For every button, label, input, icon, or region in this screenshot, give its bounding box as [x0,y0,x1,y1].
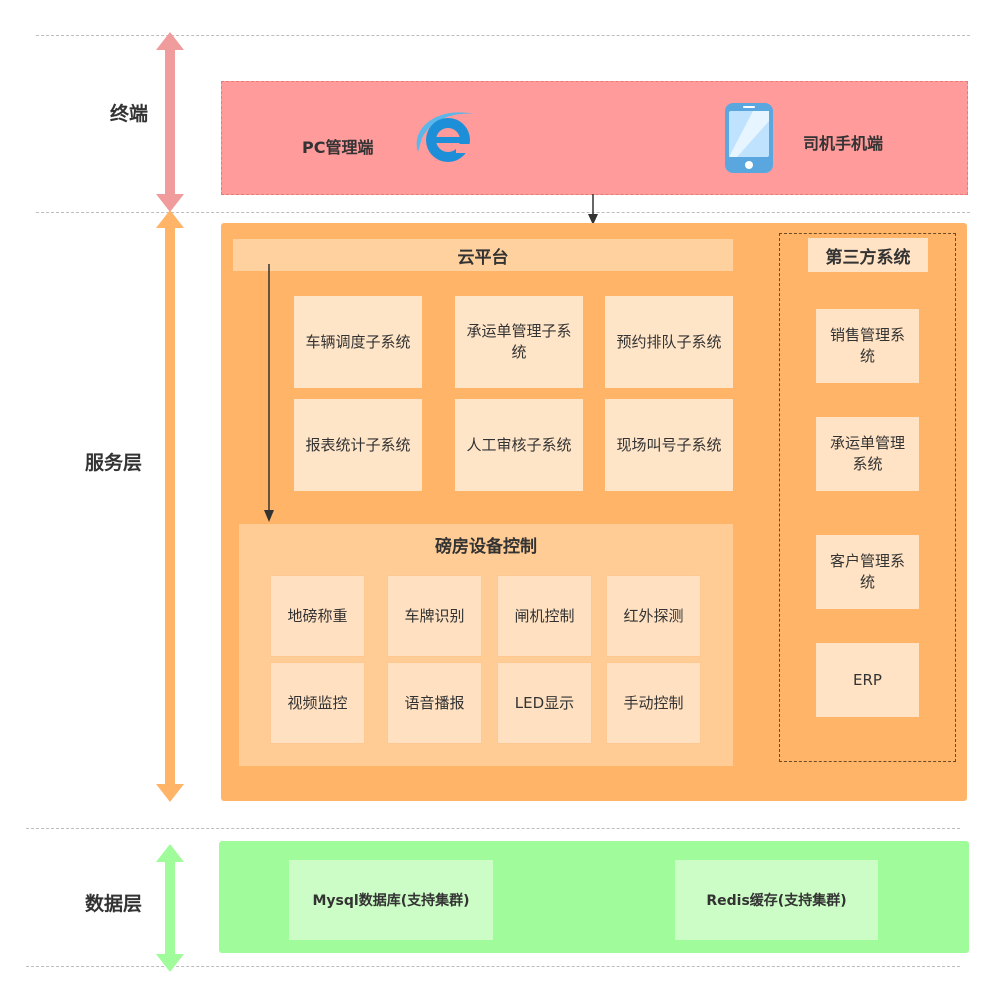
redis-cache: Redis缓存(支持集群) [675,860,878,940]
smartphone-icon [725,103,773,173]
device-infrared-detection: 红外探测 [606,575,701,657]
subsystem-report-statistics: 报表统计子系统 [294,399,422,491]
device-plate-recognition: 车牌识别 [387,575,482,657]
device-manual-control: 手动控制 [606,662,701,744]
device-weighing: 地磅称重 [270,575,365,657]
service-layer-arrow [156,210,184,802]
device-voice-broadcast: 语音播报 [387,662,482,744]
layer-label-terminal: 终端 [110,103,149,125]
separator-terminal-service [36,212,970,213]
subsystem-vehicle-dispatch: 车辆调度子系统 [294,296,422,388]
third-party-customer: 客户管理系统 [816,535,919,609]
ie-browser-icon [416,112,474,162]
subsystem-manual-review: 人工审核子系统 [455,399,583,491]
separator-bottom [26,966,960,967]
subsystem-waybill-management: 承运单管理子系统 [455,296,583,388]
third-party-sales: 销售管理系统 [816,309,919,383]
terminal-to-service-arrow [588,194,598,225]
third-party-erp: ERP [816,643,919,717]
device-gate-control: 闸机控制 [497,575,592,657]
third-party-waybill: 承运单管理系统 [816,417,919,491]
cloud-platform-title: 云平台 [233,239,733,271]
third-party-title: 第三方系统 [808,238,928,272]
third-party-panel [779,233,956,762]
data-layer-arrow [156,844,184,972]
terminal-band [221,81,968,195]
subsystem-appointment-queue: 预约排队子系统 [605,296,733,388]
device-led-display: LED显示 [497,662,592,744]
mysql-database: Mysql数据库(支持集群) [289,860,493,940]
weighbridge-device-title: 磅房设备控制 [435,536,537,557]
terminal-layer-arrow [156,32,184,212]
mobile-terminal-label: 司机手机端 [803,134,884,153]
device-video-monitoring: 视频监控 [270,662,365,744]
subsystem-onsite-calling: 现场叫号子系统 [605,399,733,491]
pc-terminal-label: PC管理端 [302,138,374,157]
separator-service-data [26,828,960,829]
separator-top [36,35,970,36]
layer-label-data: 数据层 [85,893,143,915]
cloud-to-device-arrow [264,264,274,522]
layer-label-service: 服务层 [85,452,143,474]
